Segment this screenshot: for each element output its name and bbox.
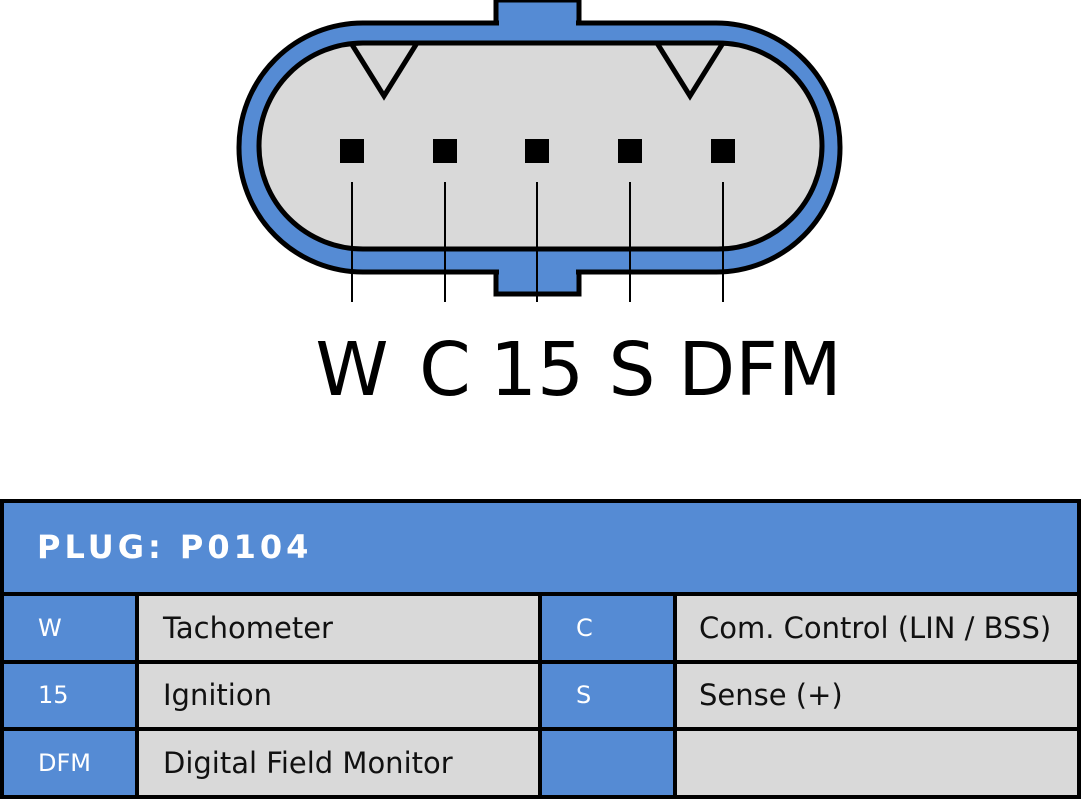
pin-label-dfm: DFM [678, 327, 841, 413]
pin-description-cell: Ignition [139, 664, 538, 727]
pin-label-s: S [609, 327, 656, 413]
pin-terminal-s [618, 139, 642, 163]
pin-terminal-w [340, 139, 364, 163]
pin-description-cell: Sense (+) [677, 664, 1077, 727]
pin-code-cell [542, 731, 673, 795]
key-notch-left [348, 41, 420, 101]
pin-code-cell: S [542, 664, 673, 727]
pin-terminal-dfm [711, 139, 735, 163]
pin-code-cell: W [4, 596, 135, 660]
pin-description-cell [677, 731, 1077, 795]
plug-header: PLUG: P0104 [4, 503, 1077, 592]
key-notch-right [654, 41, 726, 101]
pin-description-cell: Tachometer [139, 596, 538, 660]
pin-description-cell: Com. Control (LIN / BSS) [677, 596, 1077, 660]
pin-code-cell: DFM [4, 731, 135, 795]
pin-code-cell: C [542, 596, 673, 660]
pin-label-15: 15 [490, 327, 584, 413]
pin-code-cell: 15 [4, 664, 135, 727]
pin-label-c: C [419, 327, 471, 413]
pin-terminal-c [433, 139, 457, 163]
pin-table: PLUG: P0104 W Tachometer C Com. Control … [0, 499, 1081, 799]
pin-terminal-15 [525, 139, 549, 163]
pin-label-w: W [315, 327, 388, 413]
pin-description-cell: Digital Field Monitor [139, 731, 538, 795]
connector-diagram: W C 15 S DFM [236, 0, 843, 413]
